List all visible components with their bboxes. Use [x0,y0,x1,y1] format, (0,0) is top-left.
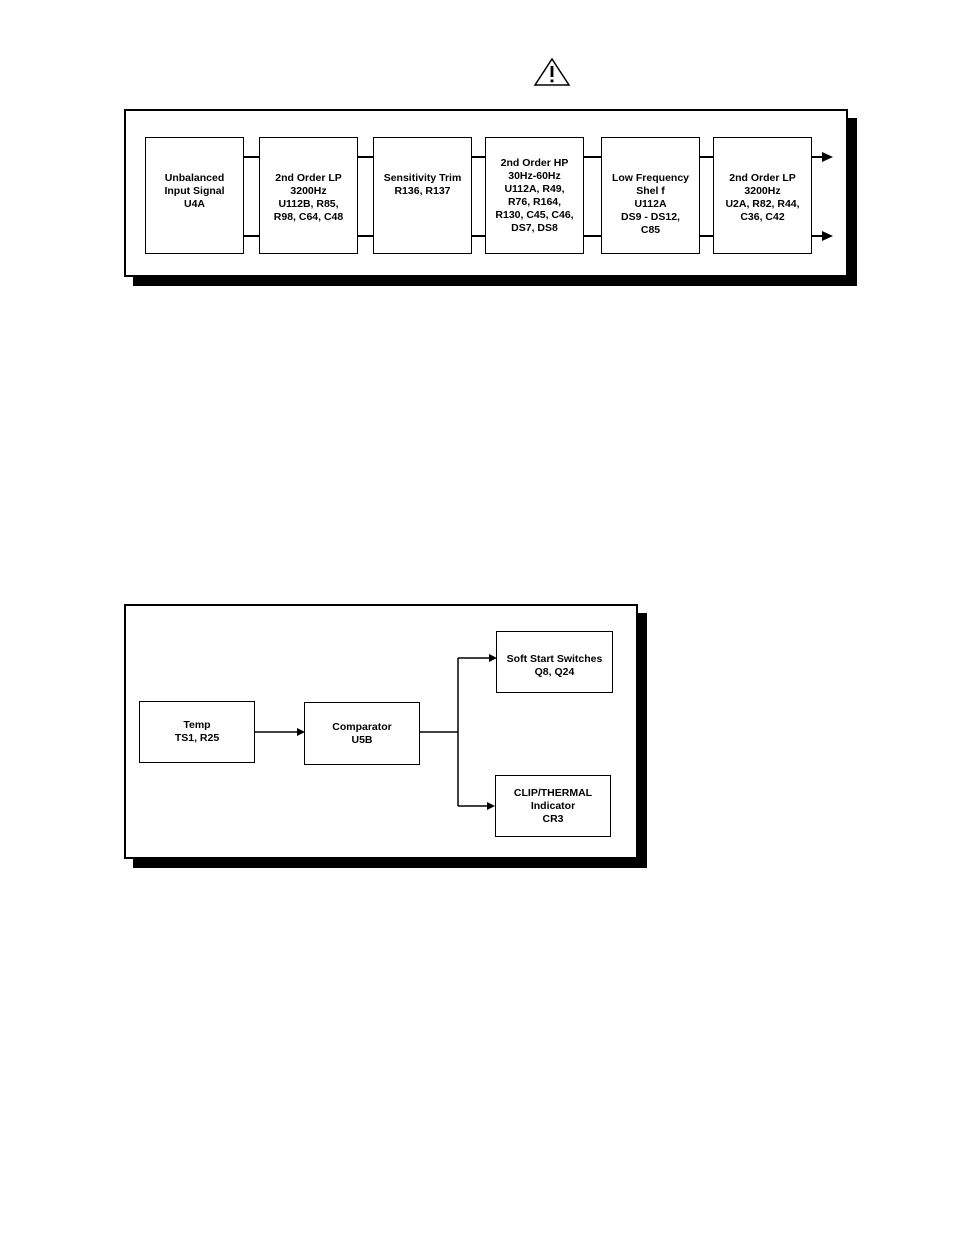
block-line: Q8, Q24 [534,666,575,678]
block-line: Shel f [636,185,665,197]
block-line: Low Frequency [611,172,689,184]
block-line: 2nd Order HP [500,157,569,169]
block-line: R136, R137 [394,185,451,197]
block-low-frequency-shelf: Low Frequency Shel f U112A DS9 - DS12, C… [601,137,700,254]
block-line: U112B, R85, [278,198,339,210]
block-line: Indicator [530,799,576,812]
block-line: CR3 [542,812,564,825]
block-line: R98, C64, C48 [273,211,344,223]
block-2nd-order-hp: 2nd Order HP 30Hz-60Hz U112A, R49, R76, … [485,137,584,254]
output-arrow-top [822,152,833,162]
block-line: C85 [640,224,661,236]
block-line: DS7, DS8 [511,222,558,234]
block-line: R130, C45, C46, [495,209,574,221]
block-line: Input Signal [164,185,225,197]
block-2nd-order-lp-1: 2nd Order LP 3200Hz U112B, R85, R98, C64… [259,137,358,254]
block-line: 2nd Order LP [275,172,342,184]
warning-triangle-icon [533,57,571,86]
arrow-to-soft-start [489,654,497,662]
block-line: Unbalanced [164,172,225,184]
block-line: Soft Start Switches [506,653,603,665]
block-line: Temp [183,719,211,731]
block-line: U112A, R49, [504,183,565,195]
block-sensitivity-trim: Sensitivity Trim R136, R137 [373,137,472,254]
block-comparator: Comparator U5B [304,702,420,765]
block-2nd-order-lp-2: 2nd Order LP 3200Hz U2A, R82, R44, C36, … [713,137,812,254]
block-line: 30Hz-60Hz [508,170,561,182]
block-line: TS1, R25 [174,732,220,744]
block-line: R76, R164, [507,196,562,208]
block-line: U112A [634,198,667,210]
block-clip-thermal-indicator: CLIP/THERMAL Indicator CR3 [495,775,611,837]
block-temp: Temp TS1, R25 [139,701,255,763]
block-line: CLIP/THERMAL [513,786,593,799]
block-line: 2nd Order LP [729,172,796,184]
block-line: U5B [351,733,373,746]
block-line: 3200Hz [290,185,327,197]
block-line: 3200Hz [744,185,781,197]
block-line: Comparator [332,720,392,733]
block-line: C36, C42 [740,211,785,223]
block-line: U4A [183,198,205,210]
block-soft-start-switches: Soft Start Switches Q8, Q24 [496,631,613,693]
arrow-to-comparator [297,728,305,736]
block-line: DS9 - DS12, [621,211,680,223]
arrow-to-clip-thermal [487,802,495,810]
block-unbalanced-input: Unbalanced Input Signal U4A [145,137,244,254]
block-line: U2A, R82, R44, [725,198,800,210]
output-arrow-bottom [822,231,833,241]
block-line: Sensitivity Trim [383,172,462,184]
